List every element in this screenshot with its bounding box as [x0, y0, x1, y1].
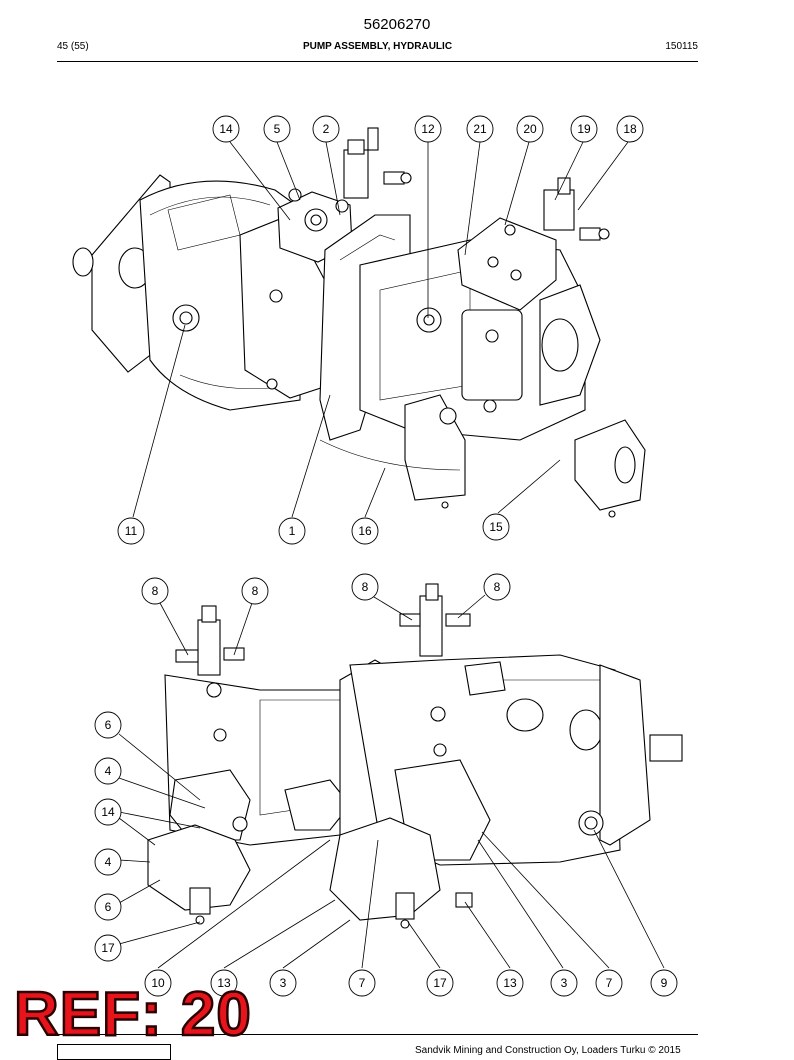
- callout-6-b: 6: [94, 893, 122, 921]
- header-rule: [57, 61, 698, 62]
- callout-7-b: 7: [595, 969, 623, 997]
- svg-text:7: 7: [606, 976, 613, 990]
- svg-text:8: 8: [494, 580, 501, 594]
- callout-1: 1: [278, 517, 306, 545]
- callout-2: 2: [312, 115, 340, 143]
- svg-text:4: 4: [105, 764, 112, 778]
- svg-text:21: 21: [473, 122, 487, 136]
- svg-text:8: 8: [362, 580, 369, 594]
- callout-16: 16: [351, 517, 379, 545]
- callout-8-d: 8: [483, 573, 511, 601]
- svg-text:16: 16: [358, 524, 372, 538]
- svg-text:17: 17: [101, 941, 115, 955]
- callout-13-a: 13: [210, 969, 238, 997]
- svg-text:3: 3: [561, 976, 568, 990]
- svg-text:7: 7: [359, 976, 366, 990]
- svg-text:18: 18: [623, 122, 637, 136]
- page-header: 45 (55) PUMP ASSEMBLY, HYDRAULIC 150115: [57, 41, 698, 57]
- callout-8-a: 8: [141, 577, 169, 605]
- page-title: PUMP ASSEMBLY, HYDRAULIC: [302, 41, 453, 52]
- callout-15: 15: [482, 513, 510, 541]
- svg-text:13: 13: [217, 976, 231, 990]
- callout-19: 19: [570, 115, 598, 143]
- callout-17-b: 17: [426, 969, 454, 997]
- top-leaders: [132, 141, 629, 518]
- svg-text:5: 5: [274, 122, 281, 136]
- callout-17-a: 17: [94, 934, 122, 962]
- callout-21: 21: [466, 115, 494, 143]
- callout-11: 11: [117, 517, 145, 545]
- svg-text:14: 14: [101, 805, 115, 819]
- top-callouts: 14 5 2 12 21 20 19 18 11 1 16 15: [117, 115, 644, 545]
- callout-10: 10: [144, 969, 172, 997]
- callout-3-a: 3: [269, 969, 297, 997]
- bottom-pump-assembly: [147, 583, 683, 929]
- document-number: 56206270: [363, 16, 431, 33]
- svg-text:12: 12: [421, 122, 435, 136]
- callout-12: 12: [414, 115, 442, 143]
- svg-text:3: 3: [280, 976, 287, 990]
- svg-text:15: 15: [489, 520, 503, 534]
- svg-text:20: 20: [523, 122, 537, 136]
- callout-8-c: 8: [351, 573, 379, 601]
- callout-9: 9: [650, 969, 678, 997]
- callout-3-b: 3: [550, 969, 578, 997]
- revision-date: 150115: [665, 41, 698, 52]
- callout-4-b: 4: [94, 848, 122, 876]
- svg-text:2: 2: [323, 122, 330, 136]
- svg-text:10: 10: [151, 976, 165, 990]
- callout-8-b: 8: [241, 577, 269, 605]
- callout-4-a: 4: [94, 757, 122, 785]
- svg-text:8: 8: [152, 584, 159, 598]
- callout-6-a: 6: [94, 711, 122, 739]
- svg-text:14: 14: [219, 122, 233, 136]
- svg-text:6: 6: [105, 718, 112, 732]
- svg-text:1: 1: [289, 524, 296, 538]
- svg-text:17: 17: [433, 976, 447, 990]
- bottom-callouts: 8 8 8 8 6 4 14 4 6 17 10 13 3 7 17 13 3 …: [94, 573, 678, 997]
- reference-stamp: REF: 20: [13, 980, 252, 1049]
- callout-7-a: 7: [348, 969, 376, 997]
- callout-14: 14: [212, 115, 240, 143]
- svg-text:9: 9: [661, 976, 668, 990]
- svg-text:6: 6: [105, 900, 112, 914]
- callout-18: 18: [616, 115, 644, 143]
- footer-copyright: Sandvik Mining and Construction Oy, Load…: [415, 1045, 681, 1056]
- svg-text:19: 19: [577, 122, 591, 136]
- callout-20: 20: [516, 115, 544, 143]
- svg-text:4: 4: [105, 855, 112, 869]
- top-pump-assembly: [72, 127, 646, 518]
- footer-rule: [57, 1034, 698, 1035]
- svg-text:8: 8: [252, 584, 259, 598]
- svg-text:13: 13: [503, 976, 517, 990]
- callout-5: 5: [263, 115, 291, 143]
- svg-text:11: 11: [125, 524, 138, 538]
- page-number: 45 (55): [57, 41, 89, 52]
- bottom-leaders: [118, 594, 665, 969]
- callout-14-b: 14: [94, 798, 122, 826]
- callout-13-b: 13: [496, 969, 524, 997]
